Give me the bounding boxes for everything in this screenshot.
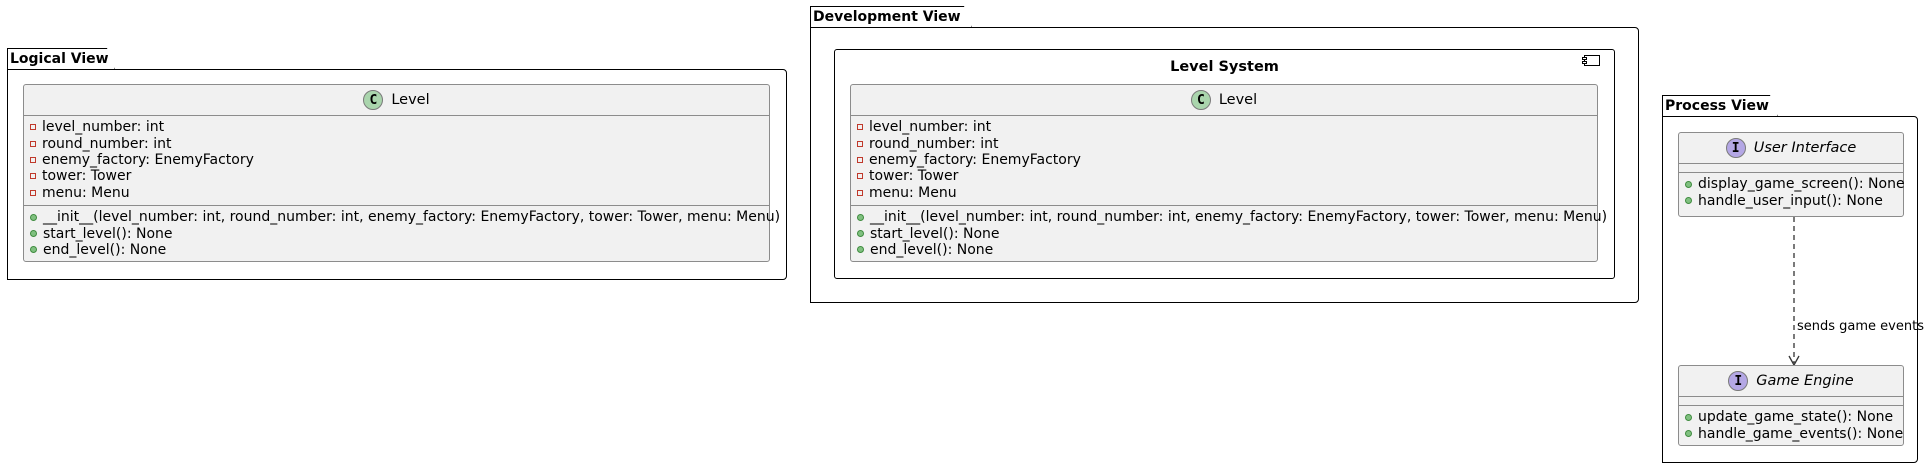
private-visibility-icon [857, 140, 863, 147]
interface-header: I User Interface [1679, 133, 1903, 164]
interface-attributes [1679, 397, 1903, 406]
method-row: __init__(level_number: int, round_number… [857, 209, 1607, 225]
package-tab-process-view: Process View [1662, 95, 1778, 117]
attribute-row: menu: Menu [857, 185, 1597, 201]
attribute-row: enemy_factory: EnemyFactory [857, 152, 1597, 168]
class-stereotype-icon: C [1190, 90, 1211, 110]
attribute-text: level_number: int [869, 119, 992, 136]
package-logical-view: Logical View C Level level_number: int r… [7, 48, 787, 280]
private-visibility-icon [30, 140, 36, 147]
public-visibility-icon [30, 246, 37, 254]
method-text: handle_game_events(): None [1698, 425, 1904, 442]
public-visibility-icon [1685, 180, 1692, 188]
attribute-row: tower: Tower [857, 168, 1597, 184]
method-row: __init__(level_number: int, round_number… [30, 209, 780, 225]
attribute-row: menu: Menu [30, 185, 769, 201]
package-tab-development-view: Development View [810, 6, 972, 28]
method-text: start_level(): None [870, 225, 1000, 242]
class-level-development[interactable]: C Level level_number: int round_number: … [850, 84, 1607, 262]
package-body-process-view [1662, 116, 1918, 463]
method-row: start_level(): None [30, 225, 769, 242]
public-visibility-icon [857, 246, 864, 254]
method-text: end_level(): None [43, 241, 167, 258]
public-visibility-icon [1685, 413, 1692, 421]
public-visibility-icon [857, 230, 864, 238]
attribute-row: enemy_factory: EnemyFactory [30, 152, 769, 168]
package-body-logical-view [7, 69, 787, 280]
package-development-view: Development View Level System C Level le… [810, 6, 1639, 303]
class-name: Level [391, 92, 430, 108]
class-methods: __init__(level_number: int, round_number… [24, 206, 780, 262]
component-level-system[interactable]: Level System C Level level_number: int r… [834, 49, 1615, 279]
interface-attributes [1679, 164, 1903, 173]
method-row: end_level(): None [30, 242, 769, 258]
class-stereotype-icon: C [363, 90, 384, 110]
attribute-text: level_number: int [42, 119, 165, 136]
public-visibility-icon [30, 213, 37, 221]
interface-user-interface[interactable]: I User Interface display_game_screen(): … [1678, 132, 1905, 217]
attribute-row: level_number: int [30, 119, 769, 135]
public-visibility-icon [1685, 430, 1692, 438]
method-row: handle_user_input(): None [1685, 192, 1903, 209]
interface-methods: update_game_state(): None handle_game_ev… [1679, 406, 1903, 446]
attribute-row: round_number: int [857, 135, 1597, 152]
method-text: __init__(level_number: int, round_number… [870, 209, 1608, 226]
class-header: C Level [24, 85, 769, 116]
private-visibility-icon [857, 124, 863, 131]
private-visibility-icon [30, 156, 36, 163]
attribute-text: tower: Tower [42, 168, 132, 185]
public-visibility-icon [30, 230, 37, 238]
attribute-text: enemy_factory: EnemyFactory [869, 151, 1081, 168]
method-text: __init__(level_number: int, round_number… [43, 209, 781, 226]
method-row: update_game_state(): None [1685, 409, 1903, 425]
method-row: display_game_screen(): None [1685, 176, 1905, 193]
interface-methods: display_game_screen(): None handle_user_… [1679, 173, 1905, 213]
attribute-text: menu: Menu [42, 184, 130, 201]
private-visibility-icon [857, 189, 863, 196]
method-text: handle_user_input(): None [1698, 192, 1883, 209]
attribute-row: tower: Tower [30, 168, 769, 184]
attribute-text: enemy_factory: EnemyFactory [42, 151, 254, 168]
interface-name: Game Engine [1756, 373, 1854, 389]
public-visibility-icon [1685, 197, 1692, 205]
attribute-text: menu: Menu [869, 184, 957, 201]
attribute-text: tower: Tower [869, 168, 959, 185]
interface-stereotype-icon: I [1725, 138, 1746, 158]
interface-stereotype-icon: I [1728, 371, 1749, 391]
class-name: Level [1218, 92, 1258, 108]
class-attributes: level_number: int round_number: int enem… [851, 116, 1597, 206]
attribute-row: level_number: int [857, 119, 1597, 135]
class-header: C Level [851, 85, 1597, 116]
class-attributes: level_number: int round_number: int enem… [24, 116, 769, 206]
attribute-text: round_number: int [42, 135, 172, 152]
relation-label: sends game events [1797, 319, 1924, 334]
package-body-development-view [810, 27, 1639, 303]
method-row: end_level(): None [857, 242, 1597, 258]
package-process-view: Process View I User Interface display_ga… [1662, 95, 1924, 463]
private-visibility-icon [857, 173, 863, 180]
private-visibility-icon [30, 189, 36, 196]
component-title: Level System [1170, 59, 1279, 75]
class-level-logical[interactable]: C Level level_number: int round_number: … [23, 84, 780, 262]
public-visibility-icon [857, 213, 864, 221]
attribute-text: round_number: int [869, 135, 999, 152]
class-methods: __init__(level_number: int, round_number… [851, 206, 1607, 262]
method-row: start_level(): None [857, 225, 1597, 242]
method-text: display_game_screen(): None [1698, 176, 1905, 193]
interface-header: I Game Engine [1679, 366, 1903, 397]
method-text: start_level(): None [43, 225, 173, 242]
interface-name: User Interface [1753, 140, 1857, 156]
private-visibility-icon [30, 124, 36, 131]
method-text: update_game_state(): None [1698, 409, 1894, 426]
attribute-row: round_number: int [30, 135, 769, 152]
package-tab-logical-view: Logical View [7, 48, 115, 70]
method-text: end_level(): None [870, 241, 994, 258]
component-icon [1582, 55, 1600, 66]
interface-game-engine[interactable]: I Game Engine update_game_state(): None … [1678, 365, 1904, 446]
private-visibility-icon [30, 173, 36, 180]
method-row: handle_game_events(): None [1685, 425, 1904, 442]
private-visibility-icon [857, 156, 863, 163]
